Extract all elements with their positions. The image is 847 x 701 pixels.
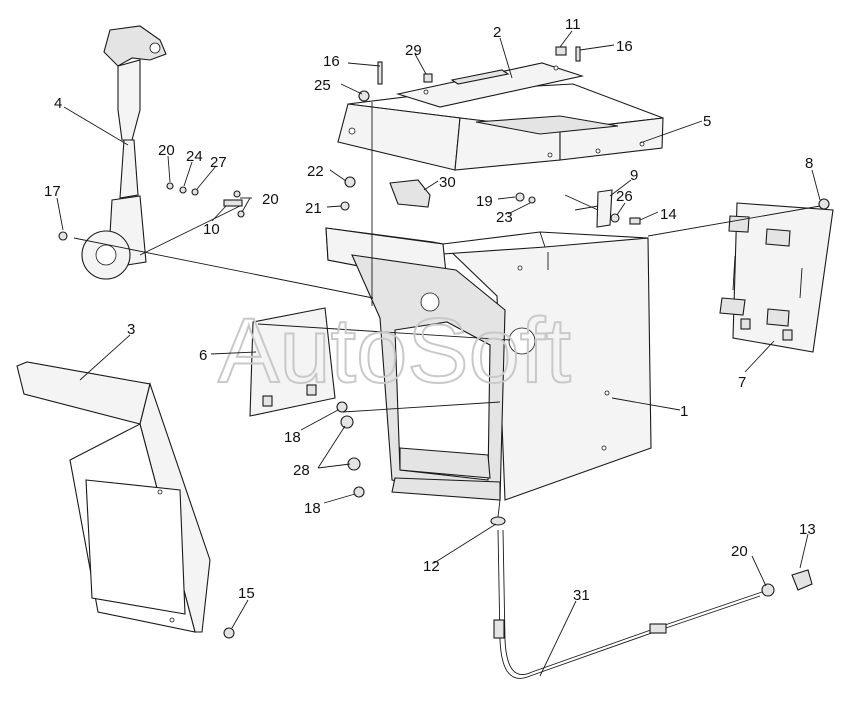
fastener-16b	[575, 46, 581, 62]
part-12-grommet	[490, 516, 506, 526]
fastener-15	[223, 627, 235, 639]
watermark-text: AutoSoft	[218, 300, 571, 402]
label-29: 29	[405, 42, 422, 59]
fastener-18a	[336, 401, 348, 413]
callout-labels: 1 2 3 4 5 6 7 8 9 10 11 12 13 14 15 16 1…	[44, 16, 816, 604]
part-3-front-cover	[16, 361, 211, 633]
fastener-23	[528, 196, 536, 204]
fastener-8	[818, 198, 830, 210]
fastener-20b-1	[233, 190, 241, 198]
label-13: 13	[799, 521, 816, 538]
fastener-26	[610, 213, 620, 223]
label-8: 8	[805, 155, 813, 172]
fastener-21	[340, 201, 350, 211]
part-1-main-housing	[325, 227, 652, 501]
label-20a: 20	[158, 142, 175, 159]
label-20c: 20	[731, 543, 748, 560]
label-30: 30	[439, 174, 456, 191]
part-13-clamp	[791, 569, 813, 591]
cable-fitting-upper	[649, 623, 667, 634]
fastener-20b-2	[237, 210, 245, 218]
fastener-10	[223, 199, 243, 207]
label-21: 21	[305, 200, 322, 217]
label-12: 12	[423, 558, 440, 575]
label-24: 24	[186, 148, 203, 165]
label-22: 22	[307, 163, 324, 180]
part-6-side-plate	[249, 307, 336, 417]
label-25: 25	[314, 77, 331, 94]
part-30-pad	[389, 179, 431, 208]
label-6: 6	[199, 347, 207, 364]
label-20b: 20	[262, 191, 279, 208]
fastener-17	[58, 231, 68, 241]
label-19: 19	[476, 193, 493, 210]
label-9: 9	[630, 167, 638, 184]
part-9-bracket	[574, 189, 613, 228]
label-26: 26	[616, 188, 633, 205]
fastener-14	[629, 217, 641, 225]
cable-fitting-lower	[493, 619, 505, 639]
label-16a: 16	[323, 53, 340, 70]
part-31-cable	[493, 529, 763, 679]
fasteners	[58, 46, 830, 639]
label-5: 5	[703, 113, 711, 130]
part-5-upper-console	[337, 83, 664, 171]
fastener-24	[179, 186, 187, 194]
label-7: 7	[738, 374, 746, 391]
fastener-19	[515, 192, 525, 202]
fastener-27	[191, 188, 199, 196]
part-4-shift-lever	[81, 25, 167, 280]
assembly-guide-lines	[73, 102, 821, 518]
label-11: 11	[565, 16, 581, 33]
label-31: 31	[573, 587, 590, 604]
label-15: 15	[238, 585, 255, 602]
fastener-28a	[340, 415, 354, 429]
fastener-18b	[353, 486, 365, 498]
fastener-20a	[166, 182, 174, 190]
label-18b: 18	[304, 500, 321, 517]
label-16b: 16	[616, 38, 633, 55]
fastener-25	[358, 90, 370, 102]
label-10: 10	[203, 221, 220, 238]
fastener-20c	[761, 583, 775, 597]
fastener-29	[423, 73, 433, 83]
fastener-22	[344, 176, 356, 188]
label-17: 17	[44, 183, 61, 200]
label-23: 23	[496, 209, 513, 226]
label-28: 28	[293, 462, 310, 479]
fastener-11	[555, 46, 567, 56]
label-3: 3	[127, 321, 135, 338]
part-2-top-cover	[395, 62, 585, 108]
label-1: 1	[680, 403, 688, 420]
part-7-rear-panel	[719, 202, 834, 353]
leader-lines	[56, 30, 821, 677]
fastener-16a	[377, 61, 383, 85]
label-27: 27	[210, 154, 227, 171]
label-18a: 18	[284, 429, 301, 446]
label-2: 2	[493, 24, 501, 41]
label-14: 14	[660, 206, 677, 223]
label-4: 4	[54, 95, 62, 112]
